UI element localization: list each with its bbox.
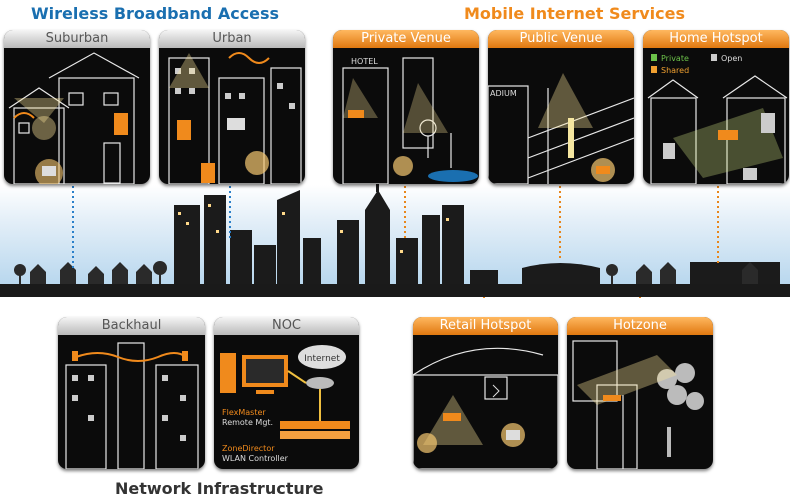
city-skyline bbox=[14, 160, 780, 300]
public-venue-title: Public Venue bbox=[488, 30, 634, 48]
internet-label: Internet bbox=[304, 354, 340, 364]
home-hotspot-title: Home Hotspot bbox=[643, 30, 789, 48]
hotzone-panel: Hotzone bbox=[567, 317, 713, 469]
noc-scene: Internet FlexMaster Remote Mgt. ZoneDire… bbox=[220, 345, 350, 463]
coffee-cup-icon bbox=[492, 384, 500, 398]
hotel-sign: HOTEL bbox=[351, 57, 378, 66]
public-venue-panel: Public Venue ADIUM bbox=[488, 30, 634, 184]
skyline-band bbox=[0, 185, 790, 285]
controller-icon bbox=[280, 421, 350, 429]
hotzone-scene bbox=[572, 340, 704, 469]
retail-hotspot-scene bbox=[413, 347, 558, 469]
legend-private: Private bbox=[661, 54, 689, 63]
backhaul-panel: Backhaul bbox=[58, 317, 205, 469]
wireless-broadband-heading: Wireless Broadband Access bbox=[31, 4, 280, 23]
zonedirector-brand: ZoneDirector bbox=[222, 444, 275, 453]
retail-hotspot-panel: Retail Hotspot bbox=[413, 317, 558, 469]
flexmaster-desc: Remote Mgt. bbox=[222, 418, 273, 427]
public-venue-scene: ADIUM bbox=[488, 73, 634, 184]
server-tower-icon bbox=[220, 353, 236, 393]
mobile-internet-heading: Mobile Internet Services bbox=[464, 4, 685, 23]
urban-title: Urban bbox=[159, 30, 305, 48]
flexmaster-brand: FlexMaster bbox=[222, 408, 266, 417]
noc-title: NOC bbox=[214, 317, 359, 335]
zonedirector-desc: WLAN Controller bbox=[222, 454, 289, 463]
private-venue-panel: Private Venue HOTEL bbox=[333, 30, 479, 184]
router-icon bbox=[306, 377, 334, 389]
network-infrastructure-heading: Network Infrastructure bbox=[115, 479, 324, 498]
internet-cloud-icon bbox=[298, 345, 346, 369]
urban-panel: Urban bbox=[159, 30, 305, 184]
home-hotspot-scene: Private Shared Open bbox=[647, 54, 788, 184]
private-venue-scene: HOTEL bbox=[342, 57, 478, 184]
private-venue-title: Private Venue bbox=[333, 30, 479, 48]
suburban-panel: Suburban bbox=[4, 30, 150, 184]
retail-hotspot-title: Retail Hotspot bbox=[413, 317, 558, 335]
legend-shared: Shared bbox=[661, 66, 689, 75]
lock-icon bbox=[651, 54, 657, 61]
urban-scene bbox=[168, 52, 302, 184]
home-hotspot-panel: Home Hotspot Private Shared Open bbox=[643, 30, 789, 184]
stadium-sign: ADIUM bbox=[490, 89, 517, 98]
unlock-icon bbox=[711, 54, 717, 61]
noc-panel: NOC Internet FlexMaster Remote Mgt. Zone… bbox=[214, 317, 359, 469]
backhaul-title: Backhaul bbox=[58, 317, 205, 335]
ground-line bbox=[0, 284, 790, 297]
hotzone-title: Hotzone bbox=[567, 317, 713, 335]
backhaul-scene bbox=[65, 342, 199, 469]
suburban-title: Suburban bbox=[4, 30, 150, 48]
lock-icon bbox=[651, 66, 657, 73]
legend-open: Open bbox=[721, 54, 742, 63]
suburban-scene bbox=[8, 52, 140, 184]
